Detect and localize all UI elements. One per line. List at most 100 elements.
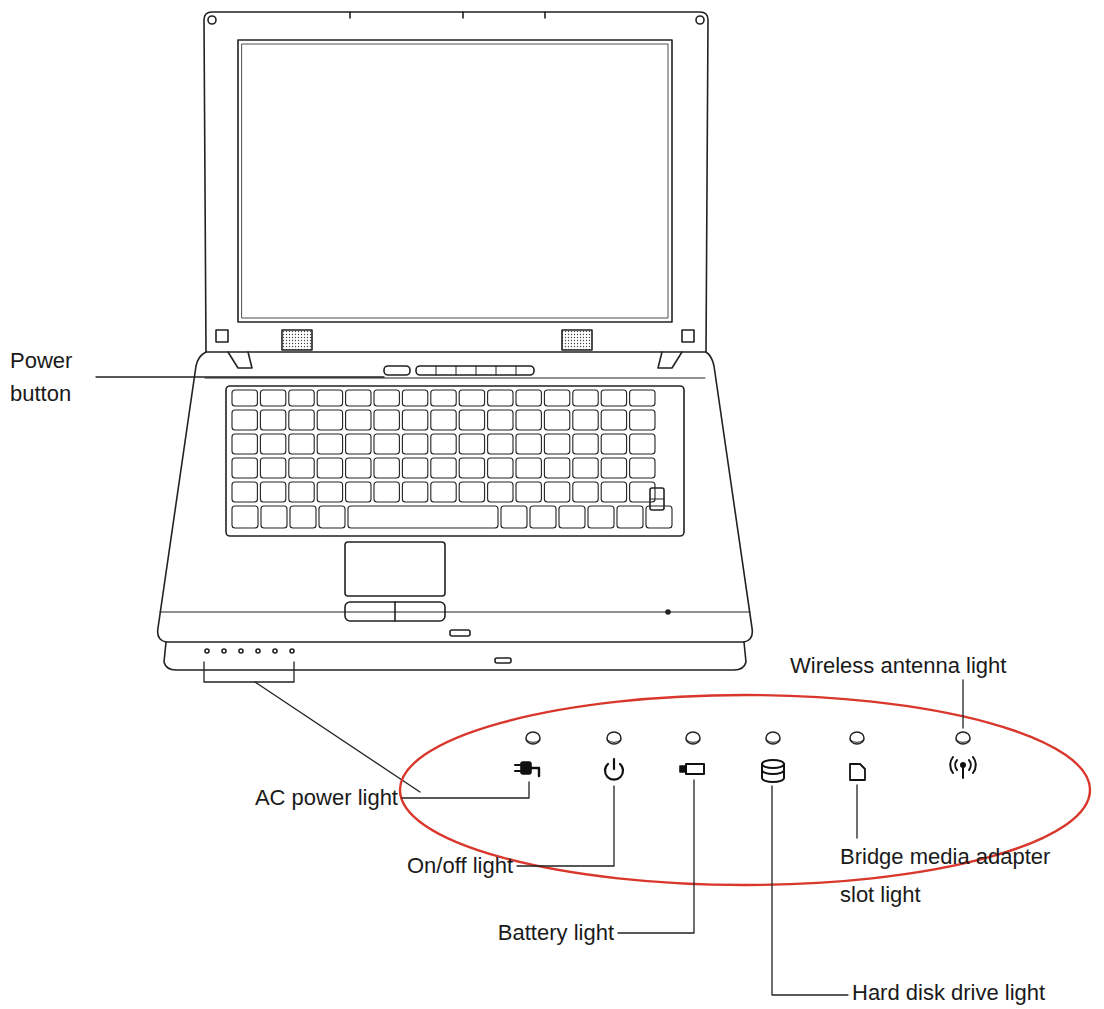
front-leds [205, 649, 294, 653]
key [601, 482, 626, 502]
key [573, 482, 598, 502]
key [346, 458, 371, 478]
power-button [384, 366, 410, 375]
key [601, 458, 626, 478]
ac-plug-icon [515, 762, 539, 776]
power-icon [605, 759, 623, 780]
key [289, 482, 314, 502]
key [630, 434, 655, 454]
speaker [282, 330, 312, 350]
antenna-icon [950, 757, 976, 778]
base-top [158, 352, 753, 642]
key [402, 390, 427, 406]
key [516, 458, 541, 478]
bracket [204, 662, 294, 682]
quick-buttons [416, 366, 534, 375]
key [402, 434, 427, 454]
key [261, 506, 287, 528]
key [346, 390, 371, 406]
keyboard-frame [226, 386, 684, 536]
key [544, 434, 569, 454]
key [601, 434, 626, 454]
part-label: Battery light [414, 920, 614, 945]
key [374, 434, 399, 454]
battery-icon [680, 764, 704, 774]
fingerprint-reader [650, 488, 664, 510]
key [374, 410, 399, 430]
key [488, 390, 513, 406]
key [601, 410, 626, 430]
key [289, 434, 314, 454]
lid-screw [696, 16, 704, 24]
keyboard-keys [232, 390, 672, 528]
lid-foot [682, 330, 694, 342]
key [459, 434, 484, 454]
leader-lines [96, 377, 963, 995]
key [260, 458, 285, 478]
key [348, 506, 498, 528]
indicator-leds [526, 732, 970, 744]
key [289, 458, 314, 478]
key [289, 390, 314, 406]
key [588, 506, 614, 528]
key [290, 506, 316, 528]
key [544, 482, 569, 502]
latch [450, 630, 470, 636]
key [317, 434, 342, 454]
leader-line [255, 682, 420, 792]
key [459, 458, 484, 478]
key [402, 410, 427, 430]
key [317, 410, 342, 430]
key [488, 458, 513, 478]
key [260, 390, 285, 406]
key [402, 482, 427, 502]
key [544, 390, 569, 406]
key [402, 458, 427, 478]
lid-latch [350, 12, 545, 18]
key [346, 410, 371, 430]
key [488, 410, 513, 430]
key [573, 410, 598, 430]
key [573, 458, 598, 478]
key [544, 458, 569, 478]
key [630, 410, 655, 430]
part-label: Bridge media adapter slot light [840, 838, 1080, 915]
key [289, 410, 314, 430]
speaker [562, 330, 592, 350]
lid-foot [216, 330, 228, 342]
base-front [164, 642, 746, 670]
key [317, 458, 342, 478]
key [346, 482, 371, 502]
hinge [658, 352, 682, 368]
key [260, 434, 285, 454]
key [530, 506, 556, 528]
touchpad-button-divider [394, 602, 396, 621]
lid [204, 12, 708, 352]
key [573, 390, 598, 406]
key [232, 390, 257, 406]
key [260, 482, 285, 502]
key [459, 482, 484, 502]
key [431, 434, 456, 454]
key [617, 506, 643, 528]
hinge [228, 352, 252, 368]
part-label: Hard disk drive light [852, 980, 1097, 1005]
key [630, 458, 655, 478]
media-card-icon [850, 764, 865, 780]
key [488, 482, 513, 502]
disk-icon [762, 760, 784, 782]
key [317, 482, 342, 502]
key [232, 410, 257, 430]
key [374, 482, 399, 502]
key [516, 482, 541, 502]
key [516, 434, 541, 454]
key [544, 410, 569, 430]
key [317, 390, 342, 406]
front-switch [495, 658, 511, 663]
fingerprint-reader-line [650, 499, 664, 500]
key [431, 458, 456, 478]
touchpad-buttons [345, 602, 445, 621]
key [260, 410, 285, 430]
key [232, 434, 257, 454]
